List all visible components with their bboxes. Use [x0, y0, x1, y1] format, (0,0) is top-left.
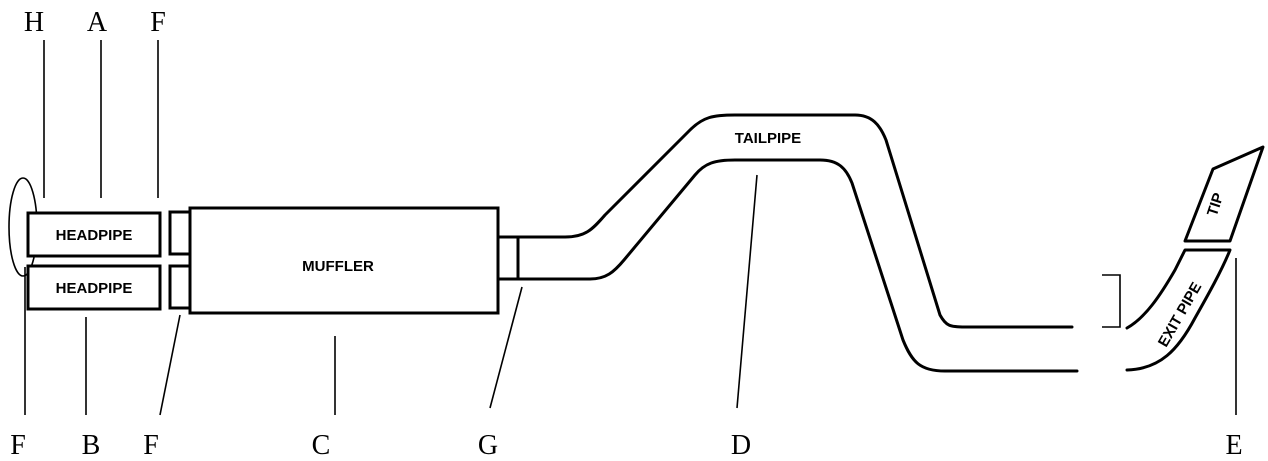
callout-c: C: [312, 430, 331, 461]
exit-pipe: EXIT PIPE: [1125, 248, 1232, 372]
callout-e: E: [1225, 430, 1242, 461]
callout-d: D: [731, 430, 751, 461]
tailpipe: TAILPIPE: [516, 113, 1079, 373]
callout-f-middle: F: [143, 430, 159, 461]
callout-f-top: F: [150, 7, 166, 38]
headpipe-lower-label: HEADPIPE: [56, 280, 133, 297]
tip-label: TIP: [1204, 191, 1227, 218]
callout-b: B: [82, 430, 101, 461]
muffler: MUFFLER: [188, 206, 500, 315]
headpipe-upper-label: HEADPIPE: [56, 227, 133, 244]
tip: TIP: [1183, 145, 1265, 243]
callout-f-left: F: [10, 430, 26, 461]
overlap-bracket: [1102, 274, 1121, 328]
headpipe-upper: HEADPIPE: [26, 211, 162, 258]
callout-h: H: [24, 7, 44, 38]
muffler-outlet: [496, 235, 520, 281]
tailpipe-label: TAILPIPE: [735, 130, 801, 147]
muffler-label: MUFFLER: [302, 258, 374, 275]
callout-g: G: [478, 430, 498, 461]
callout-a: A: [87, 7, 108, 38]
headpipe-lower: HEADPIPE: [26, 264, 162, 311]
leader-lines: [24, 40, 1237, 416]
